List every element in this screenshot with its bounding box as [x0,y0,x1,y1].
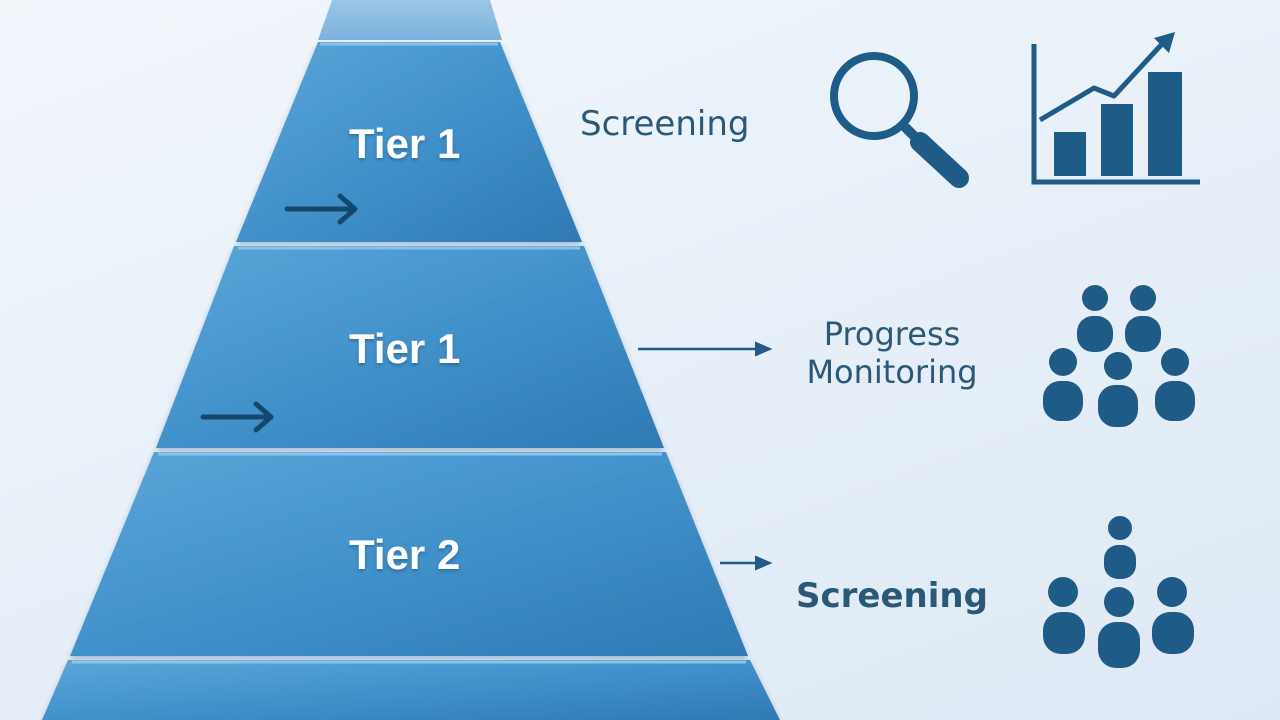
tier-label-2: Tier 2 [349,531,461,578]
pyramid-tier-2 [70,452,748,656]
tier-1-middle-arrow-icon [200,401,274,433]
people-group-icon-bottom [1043,516,1194,668]
pyramid-tier-1-middle [156,246,664,448]
side-label-screening-bottom: Screening [796,576,988,616]
side-label-progress: Progress [823,315,961,353]
side-label-monitoring: Monitoring [806,352,978,391]
people-group-icon [1043,285,1195,427]
side-label-screening-top: Screening [580,104,750,144]
tier-label-1: Tier 1 [349,120,461,167]
tier-label-1-middle: Tier 1 [349,325,461,372]
bar-chart-growth-icon [1031,32,1200,185]
pyramid-tier-1-top [236,42,582,242]
magnifying-glass-icon [830,52,969,188]
pyramid-apex [318,0,502,40]
pyramid [42,0,780,720]
side-label-progress-monitoring: Progress Monitoring [792,315,992,392]
tier-1-arrow-icon [284,193,358,225]
pyramid-base [42,660,780,720]
